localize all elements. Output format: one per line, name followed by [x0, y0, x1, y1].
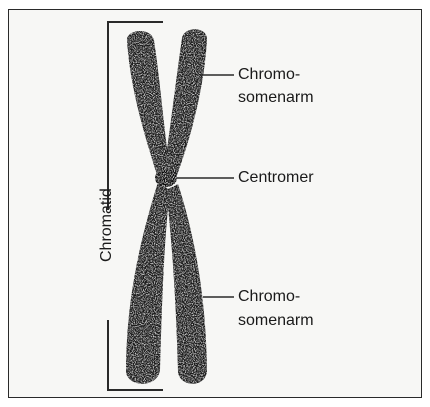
left-upper-arm [127, 31, 170, 178]
left-lower-arm [126, 182, 170, 384]
label-arm-bottom-line1: Chromo- [238, 287, 300, 307]
right-upper-arm [164, 29, 207, 178]
label-arm-top-line2: somenarm [238, 88, 314, 108]
right-lower-arm [166, 184, 207, 384]
label-arm-bottom-line2: somenarm [238, 311, 314, 331]
label-centromere: Centromer [238, 168, 314, 188]
centromere-knob [155, 169, 177, 187]
chromosome [126, 29, 207, 384]
label-arm-top-line1: Chromo- [238, 65, 300, 85]
label-chromatid: Chromatid [98, 188, 116, 262]
